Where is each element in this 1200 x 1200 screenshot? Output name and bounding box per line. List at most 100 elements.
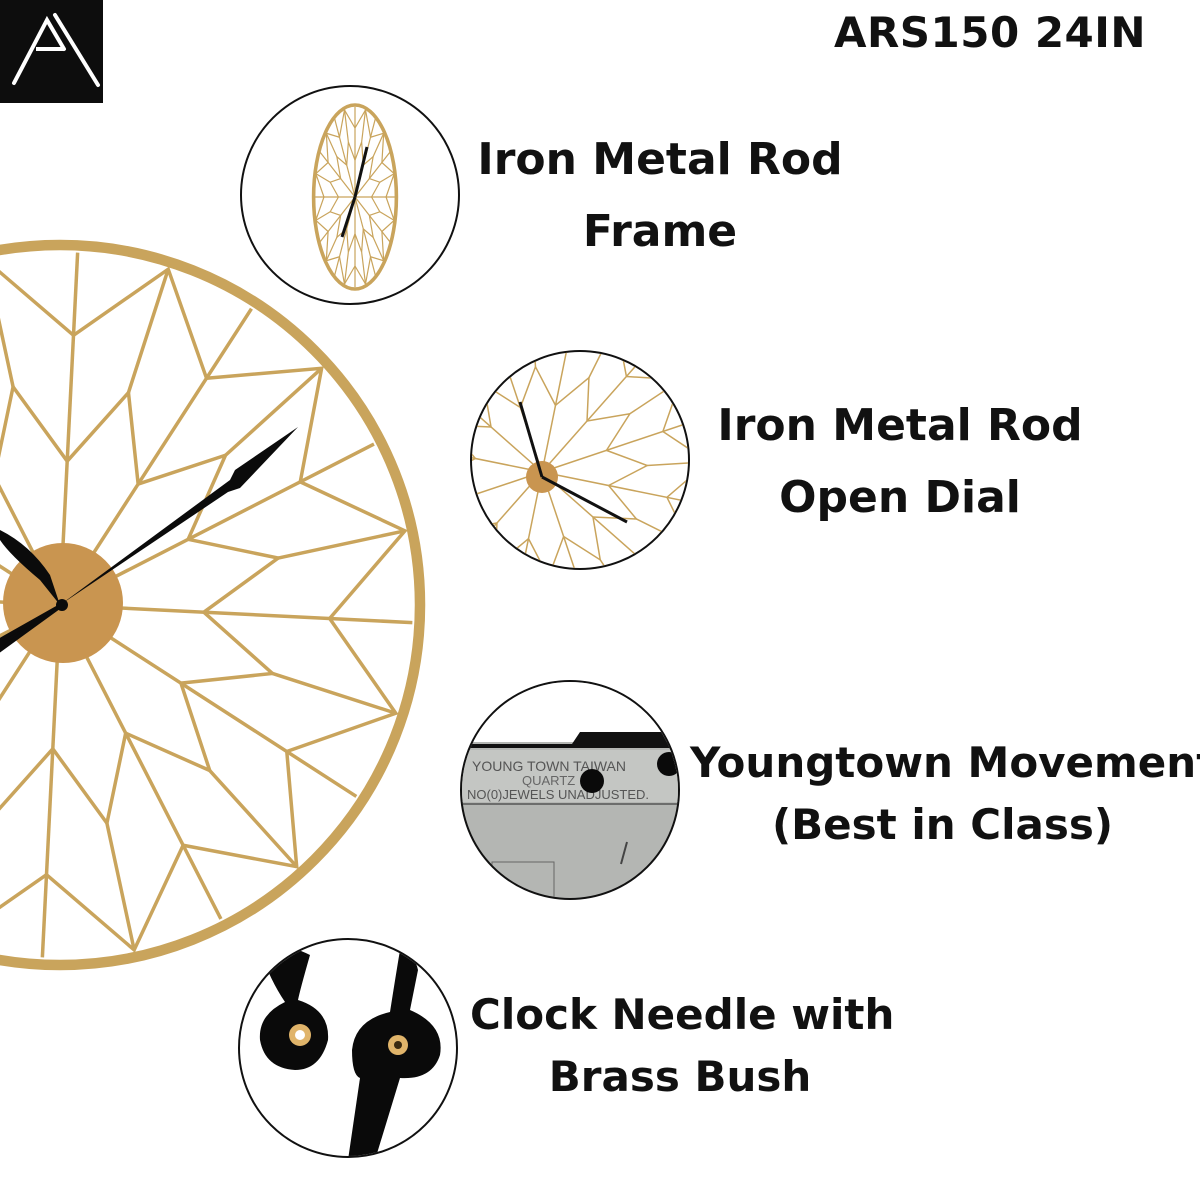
clock-star [527, 536, 565, 568]
clock-spoke [0, 603, 61, 638]
clock-spoke [343, 109, 349, 142]
clock-star [354, 228, 364, 253]
clock-spoke [541, 352, 568, 473]
clock-star [346, 228, 356, 253]
clock-spoke [472, 457, 543, 473]
clock-star [662, 430, 688, 498]
clock-star [354, 256, 372, 286]
minute-hand [60, 427, 298, 605]
clock-spoke [0, 564, 61, 607]
clock-spoke [472, 471, 543, 497]
feature-image-hands [238, 938, 458, 1158]
clock-star [472, 425, 492, 459]
clock-spoke [0, 600, 61, 607]
clock-spoke [0, 604, 62, 702]
clock-spoke [40, 604, 62, 958]
clock-spoke [105, 822, 136, 951]
clock-spoke [277, 529, 406, 560]
feature-line: Open Dial [779, 472, 1021, 523]
clock-star [354, 141, 364, 166]
clock-spoke [319, 196, 356, 243]
feature-image-dial [470, 350, 690, 570]
clock-star [606, 449, 650, 487]
feature-label-hands: Clock Needle with Brass Bush [470, 984, 894, 1108]
clock-spoke [354, 196, 376, 276]
minute-hand [541, 475, 628, 524]
clock-spoke [354, 196, 391, 243]
movement-imprint: QUARTZ [522, 773, 575, 788]
clock-spoke [224, 367, 323, 457]
feature-label-movement: Youngtown Movement (Best in Class) [690, 732, 1200, 856]
clock-star [369, 178, 381, 198]
clock-spoke [541, 471, 688, 503]
clock-rim [311, 103, 399, 291]
hour-hand [340, 196, 357, 238]
clock-star [346, 141, 356, 166]
clock-star [187, 537, 283, 614]
clock-spoke [315, 173, 331, 183]
feature-label-dial: Iron Metal Rod Open Dial [700, 390, 1100, 534]
feature-label-frame: Iron Metal Rod Frame [460, 124, 860, 268]
clock-spoke [334, 118, 356, 198]
clock-spoke [379, 173, 395, 183]
clock-star [338, 108, 356, 138]
clock-spoke [315, 211, 331, 221]
clock-spoke [541, 352, 650, 473]
feature-image-frame [240, 85, 460, 305]
clock-spoke [372, 237, 385, 261]
clock-star [51, 732, 128, 828]
a-monogram-logo-icon [12, 13, 100, 87]
hour-hand [518, 401, 544, 478]
clock-spoke [541, 422, 688, 473]
feature-line: Iron Metal Rod [717, 400, 1083, 451]
clock-star [338, 256, 356, 286]
clock-spoke [126, 268, 170, 394]
feature-line: Brass Bush [548, 1052, 812, 1101]
clock-star [354, 108, 372, 138]
hour-hand [0, 530, 60, 605]
clock-star [0, 382, 69, 463]
clock-star [329, 196, 341, 216]
minute-hand [353, 146, 369, 198]
model-title: ARS150 24IN [833, 8, 1147, 57]
clock-rim [0, 239, 426, 971]
clock-spoke [319, 151, 356, 198]
feature-line: (Best in Class) [771, 800, 1114, 849]
clock-spoke [372, 133, 385, 157]
feature-line: Frame [582, 206, 738, 257]
clock-spoke [361, 252, 367, 285]
clock-spoke [361, 109, 367, 142]
clock-star [180, 610, 277, 685]
clock-star [519, 364, 557, 408]
clock-spoke [647, 462, 688, 467]
brand-logo [0, 0, 103, 103]
clock-star [555, 375, 590, 422]
feature-line: Iron Metal Rod [477, 134, 843, 185]
feature-image-movement: YOUNG TOWN TAIWAN QUARTZ NO(0)JEWELS UNA… [460, 680, 680, 900]
clock-star [369, 196, 381, 216]
clock-star [472, 457, 478, 495]
clock-star [0, 269, 75, 337]
clock-spoke [208, 769, 298, 868]
movement-imprint: YOUNG TOWN TAIWAN [472, 758, 626, 774]
clock-star [0, 747, 55, 811]
clock-spoke [271, 671, 397, 715]
movement-imprint: NO(0)JEWELS UNADJUSTED. [467, 787, 649, 802]
clock-spoke [343, 252, 349, 285]
clock-spoke [521, 471, 543, 568]
clock-star [329, 178, 341, 198]
clock-star [621, 352, 628, 377]
clock-spoke [588, 352, 603, 378]
clock-star [0, 873, 48, 910]
clock-spoke [325, 237, 338, 261]
clock-star [65, 388, 140, 485]
clock-spoke [379, 211, 395, 221]
clock-spoke [541, 471, 575, 568]
clock-spoke [354, 151, 391, 198]
feature-line: Youngtown Movement [690, 738, 1200, 787]
clock-spoke [0, 317, 15, 388]
clock-pin [56, 599, 68, 611]
second-hand [0, 603, 64, 653]
clock-spoke [325, 133, 338, 157]
